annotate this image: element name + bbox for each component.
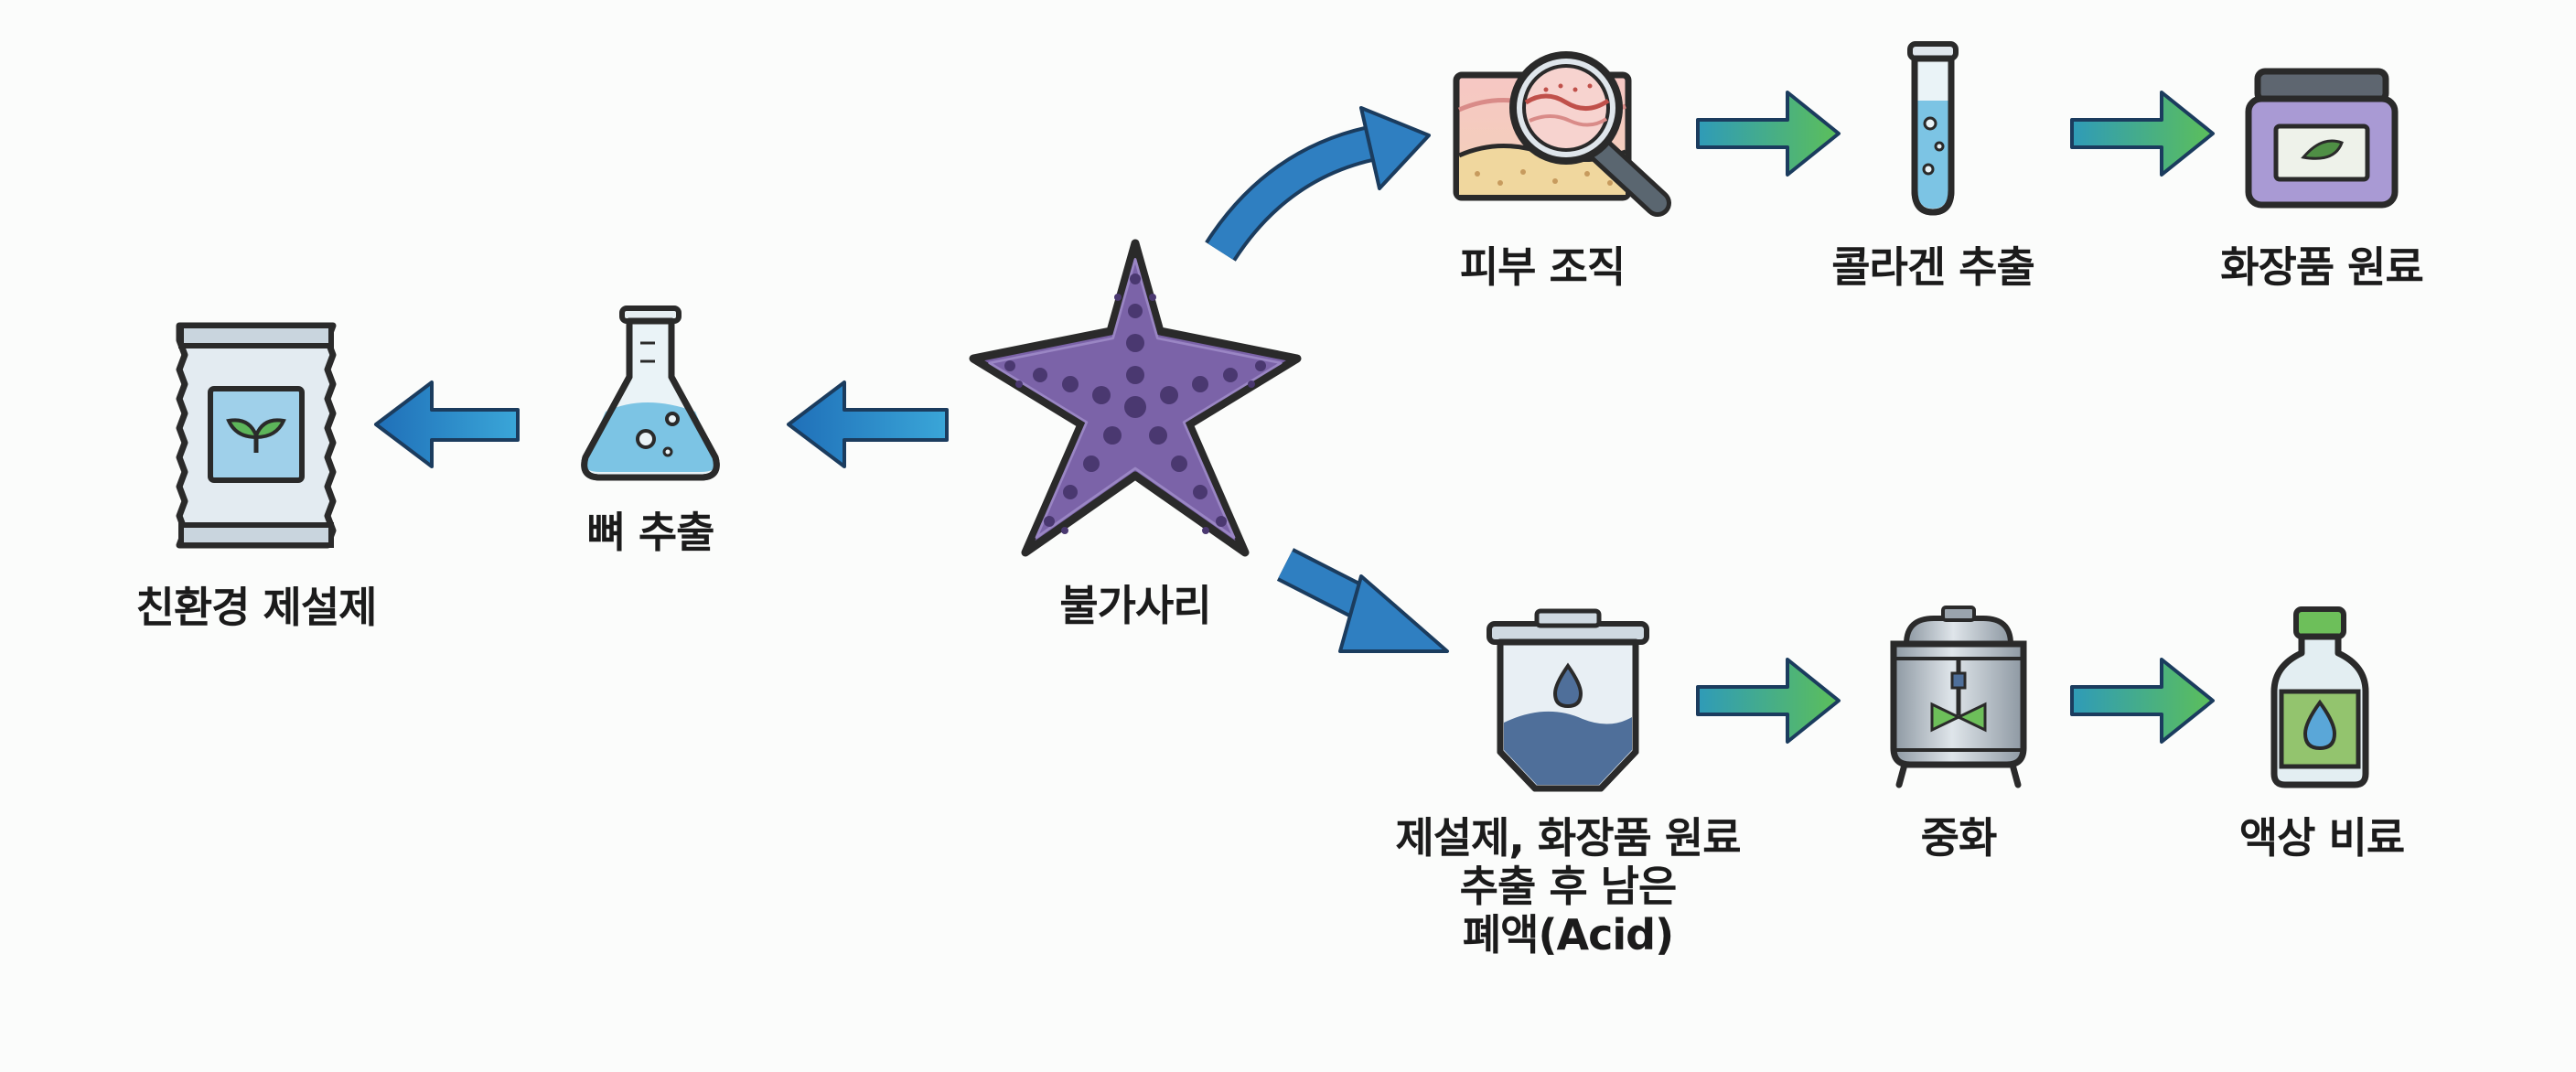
test-tube-icon bbox=[1907, 41, 1959, 216]
eco-deicer-label: 친환경 제설제 bbox=[135, 583, 378, 632]
starfish-icon bbox=[969, 239, 1302, 557]
neutralization-label: 중화 bbox=[1920, 813, 1998, 863]
cosmetic-jar-icon bbox=[2245, 68, 2399, 209]
arrow-neutralization-to-fertilizer bbox=[2070, 658, 2215, 744]
waste-acid-label: 제설제, 화장품 원료 추출 후 남은 폐액(Acid) bbox=[1339, 814, 1797, 959]
skin-tissue-label: 피부 조직 bbox=[1459, 242, 1626, 292]
deicer-bag-icon bbox=[176, 322, 337, 549]
neutralization-tank-icon bbox=[1890, 606, 2027, 788]
cosmetic-material-label: 화장품 원료 bbox=[2220, 242, 2424, 292]
arrow-center-to-flask bbox=[787, 381, 949, 468]
arrow-center-to-skin bbox=[1205, 106, 1431, 262]
waste-acid-label-line-3: 폐액(Acid) bbox=[1462, 909, 1674, 959]
arrow-waste-to-neutralization bbox=[1696, 658, 1841, 744]
liquid-fertilizer-label: 액상 비료 bbox=[2238, 813, 2405, 863]
collagen-extraction-label: 콜라겐 추출 bbox=[1831, 242, 2035, 292]
waste-acid-label-line-2: 추출 후 남은 bbox=[1459, 861, 1678, 911]
arrow-flask-to-bag bbox=[374, 381, 520, 468]
skin-magnifier-icon bbox=[1453, 51, 1671, 217]
waste-tank-icon bbox=[1487, 608, 1649, 792]
starfish-label: 불가사리 bbox=[1059, 581, 1211, 630]
bone-extraction-label: 뼈 추출 bbox=[586, 508, 715, 557]
flask-icon bbox=[581, 306, 720, 481]
arrow-center-to-waste bbox=[1276, 548, 1449, 653]
arrow-collagen-to-cosmetic bbox=[2070, 91, 2215, 177]
fertilizer-bottle-icon bbox=[2270, 606, 2369, 788]
arrow-skin-to-collagen bbox=[1696, 91, 1841, 177]
waste-acid-label-line-1: 제설제, 화장품 원료 bbox=[1395, 813, 1741, 863]
